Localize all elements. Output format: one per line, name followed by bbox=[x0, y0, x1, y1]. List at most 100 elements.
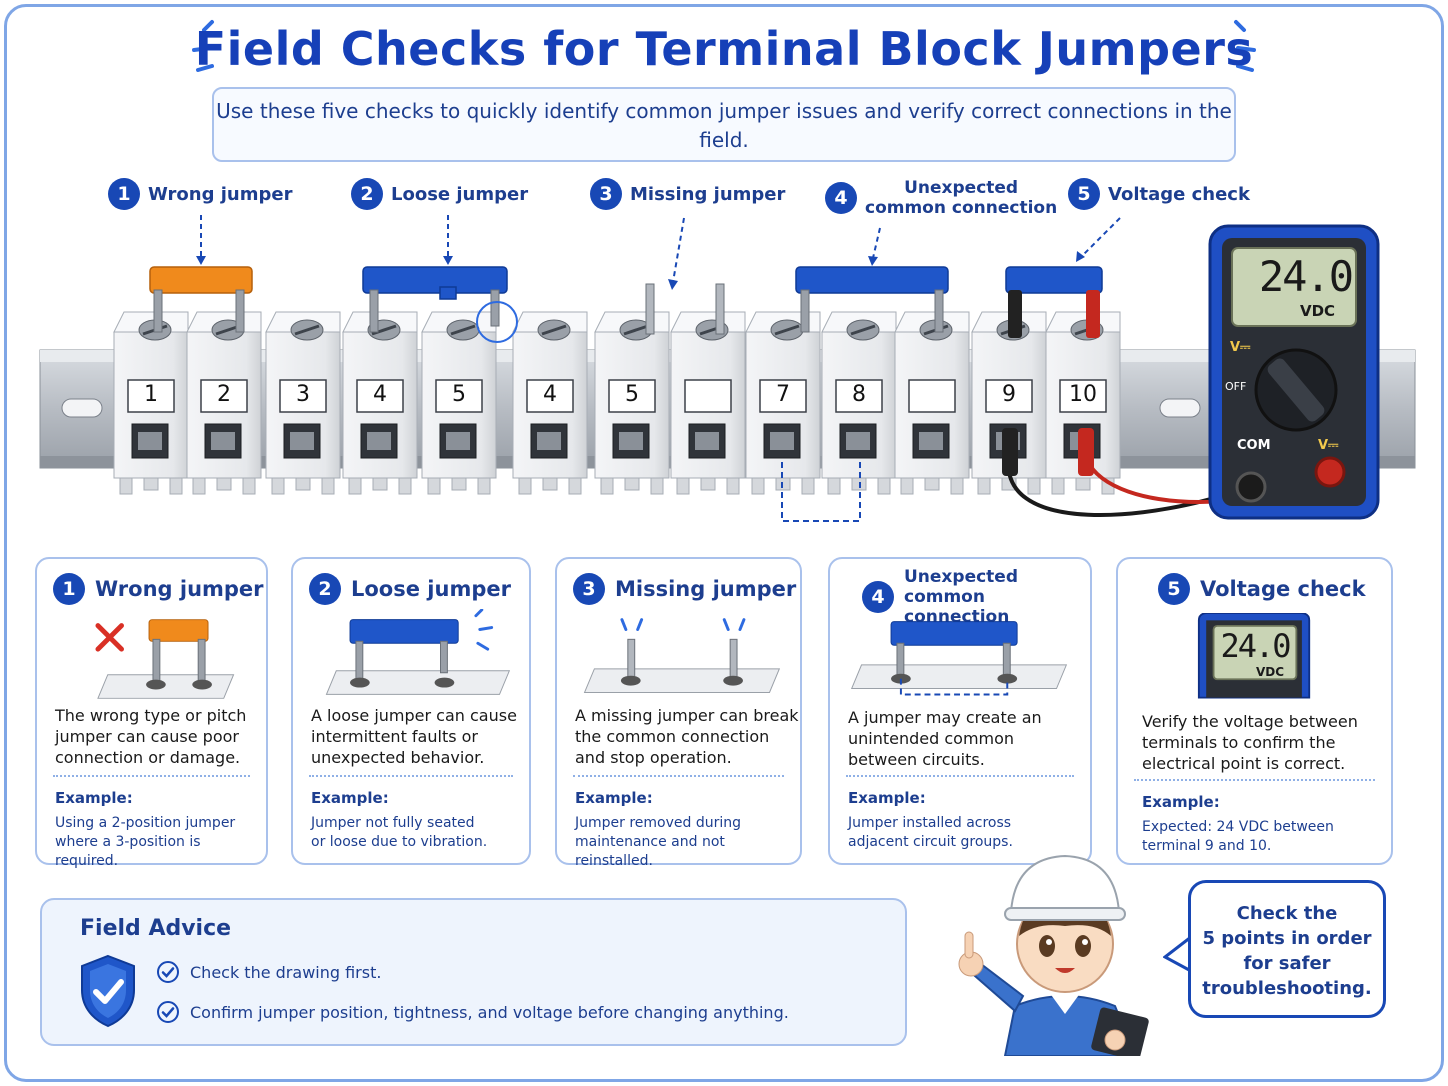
example-text: Jumper not fully seated or loose due to … bbox=[311, 814, 487, 852]
example-line: where a 3-position is required. bbox=[55, 834, 201, 869]
terminal-block bbox=[821, 311, 897, 495]
callout-label: Voltage check bbox=[1108, 183, 1250, 205]
speech-bubble: Check the 5 points in order for safer tr… bbox=[1188, 880, 1386, 1018]
callout-wrong-jumper: 1 Wrong jumper bbox=[108, 178, 292, 210]
card-title: Missing jumper bbox=[615, 577, 797, 601]
desc-line: intermittent faults or bbox=[311, 727, 479, 746]
example-line: or loose due to vibration. bbox=[311, 834, 488, 850]
terminal-number: 4 bbox=[373, 382, 387, 407]
card-number: 1 bbox=[53, 573, 85, 605]
terminal-number: 4 bbox=[543, 382, 557, 407]
terminal-block bbox=[265, 311, 341, 495]
callout-number: 1 bbox=[108, 178, 140, 210]
card-description: A loose jumper can cause intermittent fa… bbox=[311, 705, 517, 768]
callout-voltage-check: 5 Voltage check bbox=[1068, 178, 1250, 210]
example-label: Example: bbox=[55, 789, 133, 807]
terminal-block-illustration bbox=[39, 215, 1416, 522]
example-text: Jumper removed during maintenance and no… bbox=[575, 814, 800, 871]
callout-label-line2: common connection bbox=[865, 198, 1058, 218]
attention-icon bbox=[620, 618, 746, 631]
terminal-number: 1 bbox=[144, 382, 158, 407]
card-description: Verify the voltage between terminals to … bbox=[1142, 711, 1358, 774]
example-label: Example: bbox=[848, 789, 926, 807]
desc-line: A missing jumper can break bbox=[575, 706, 799, 725]
card-description: A jumper may create an unintended common… bbox=[848, 707, 1042, 770]
desc-line: electrical point is correct. bbox=[1142, 754, 1346, 773]
example-line: adjacent circuit groups. bbox=[848, 834, 1013, 850]
desc-line: the common connection bbox=[575, 727, 770, 746]
desc-line: terminals to confirm the bbox=[1142, 733, 1336, 752]
desc-line: between circuits. bbox=[848, 750, 985, 769]
callout-loose-jumper: 2 Loose jumper bbox=[351, 178, 528, 210]
callout-label: Loose jumper bbox=[391, 183, 529, 205]
terminal-number: 3 bbox=[296, 382, 310, 407]
bubble-line: troubleshooting. bbox=[1202, 978, 1372, 999]
callout-label: Wrong jumper bbox=[148, 183, 293, 205]
terminal-number: 9 bbox=[1002, 382, 1016, 407]
terminal-block bbox=[113, 311, 189, 495]
terminal-number: 5 bbox=[452, 382, 466, 407]
missing-jumper-illustration bbox=[583, 618, 781, 693]
advice-item-text: Check the drawing first. bbox=[190, 962, 382, 982]
callout-number: 3 bbox=[590, 178, 622, 210]
bubble-line: 5 points in order bbox=[1202, 928, 1372, 949]
card-wrong-jumper: 1 Wrong jumper The wrong type or pitch j… bbox=[35, 557, 268, 869]
advice-item: Confirm jumper position, tightness, and … bbox=[156, 1000, 789, 1024]
advice-item-text: Confirm jumper position, tightness, and … bbox=[190, 1002, 789, 1022]
meter-dial-off: OFF bbox=[1225, 380, 1247, 393]
card-header: 5 Voltage check bbox=[1158, 573, 1366, 605]
meter-dial-v: V⎓ bbox=[1230, 340, 1251, 355]
card-title: Voltage check bbox=[1200, 577, 1366, 601]
desc-line: connection or damage. bbox=[55, 748, 241, 767]
field-advice-panel: Field Advice Check the drawing first. Co… bbox=[40, 898, 907, 1046]
card-voltage-check: 5 Voltage check 24.0 VDC Verify the volt… bbox=[1116, 557, 1393, 865]
desc-line: A loose jumper can cause bbox=[311, 706, 517, 725]
desc-line: A jumper may create an bbox=[848, 708, 1042, 727]
check-circle-icon bbox=[157, 961, 179, 983]
desc-line: and stop operation. bbox=[575, 748, 732, 767]
terminal-number: 2 bbox=[217, 382, 231, 407]
check-circle-icon bbox=[157, 1001, 179, 1023]
bubble-line: Check the bbox=[1236, 903, 1338, 924]
desc-line: The wrong type or pitch bbox=[55, 706, 247, 725]
desc-line: unexpected behavior. bbox=[311, 748, 485, 767]
card-number: 5 bbox=[1158, 573, 1190, 605]
callout-label-line1: Unexpected bbox=[904, 178, 1019, 198]
terminal-block bbox=[745, 311, 821, 495]
example-line: maintenance and not reinstalled. bbox=[575, 834, 725, 869]
meter-reading: 24.0 bbox=[1258, 252, 1354, 301]
example-label: Example: bbox=[311, 789, 389, 807]
terminal-number: 10 bbox=[1069, 382, 1097, 407]
advice-title: Field Advice bbox=[80, 916, 232, 941]
callout-unexpected-common: 4 Unexpected common connection bbox=[825, 178, 1057, 218]
example-text: Jumper installed across adjacent circuit… bbox=[848, 814, 1013, 852]
advice-item: Check the drawing first. bbox=[156, 960, 381, 984]
card-number: 3 bbox=[573, 573, 605, 605]
worker-character-illustration bbox=[958, 854, 1149, 1056]
terminal-block bbox=[894, 311, 970, 495]
meter-com-label: COM bbox=[1237, 438, 1271, 453]
subtitle: Use these five checks to quickly identif… bbox=[212, 87, 1236, 162]
card-header: 1 Wrong jumper bbox=[53, 573, 264, 605]
card-missing-jumper: 3 Missing jumper A missing jumper can br… bbox=[555, 557, 802, 869]
card-header: 2 Loose jumper bbox=[309, 573, 511, 605]
callout-missing-jumper: 3 Missing jumper bbox=[590, 178, 785, 210]
terminal-number: 5 bbox=[625, 382, 639, 407]
divider bbox=[846, 775, 1074, 777]
example-line: Expected: 24 VDC between bbox=[1142, 819, 1334, 835]
wrong-jumper-illustration bbox=[95, 619, 235, 699]
callout-label: Unexpected common connection bbox=[865, 178, 1057, 218]
mini-meter-unit: VDC bbox=[1256, 665, 1285, 679]
callout-label: Missing jumper bbox=[630, 183, 786, 205]
card-loose-jumper: 2 Loose jumper A loose jumper can cause … bbox=[291, 557, 531, 865]
callout-number: 4 bbox=[825, 182, 857, 214]
terminal-block bbox=[342, 311, 418, 495]
example-text: Using a 2-position jumper where a 3-posi… bbox=[55, 814, 266, 871]
terminal-block bbox=[594, 311, 670, 495]
mini-meter-reading: 24.0 bbox=[1220, 627, 1291, 665]
card-number: 4 bbox=[862, 581, 894, 613]
card-number: 2 bbox=[309, 573, 341, 605]
meter-mini-illustration bbox=[1197, 613, 1311, 699]
callout-number: 2 bbox=[351, 178, 383, 210]
shield-check-icon bbox=[81, 954, 135, 1028]
